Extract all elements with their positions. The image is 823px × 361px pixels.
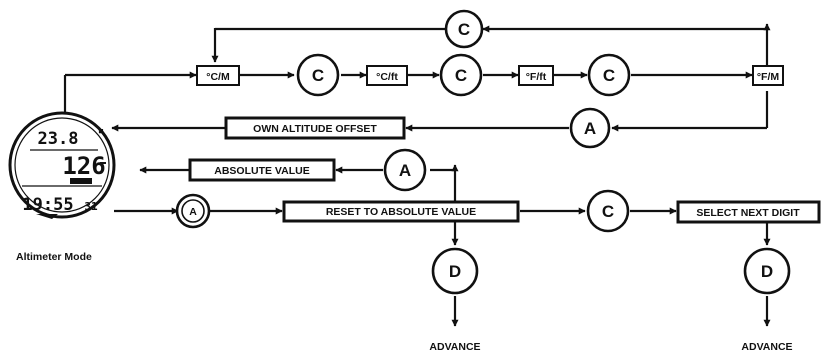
watch-temperature: 23.8	[38, 129, 79, 149]
own-altitude-offset-box: OWN ALTITUDE OFFSET	[224, 116, 406, 140]
svg-text:D: D	[449, 262, 461, 281]
button-a-offset: A	[569, 107, 611, 149]
unit-box-c-m: °C/M	[196, 65, 240, 86]
watch-altitude: 126	[62, 152, 105, 180]
svg-text:D: D	[761, 262, 773, 281]
reset-to-absolute-value-box: RESET TO ABSOLUTE VALUE	[282, 200, 520, 223]
svg-text:°F/M: °F/M	[757, 71, 780, 83]
watch-seconds: 31	[84, 200, 98, 213]
watch-display: 23.8 ■ 126 19:55 31	[8, 111, 116, 219]
advance-label-left: ADVANCE	[429, 341, 480, 353]
advance-label-right: ADVANCE	[741, 341, 792, 353]
svg-text:C: C	[312, 66, 324, 85]
svg-text:SELECT NEXT DIGIT: SELECT NEXT DIGIT	[696, 207, 800, 219]
button-a-absolute: A	[383, 148, 427, 192]
button-c-top: C	[444, 9, 484, 49]
watch-caption: Altimeter Mode	[16, 251, 92, 263]
svg-text:°F/ft: °F/ft	[526, 71, 547, 83]
button-d-right: D	[743, 247, 791, 295]
mode-indicator-icon	[36, 214, 58, 219]
svg-text:°C/ft: °C/ft	[376, 71, 398, 83]
svg-text:C: C	[458, 20, 470, 39]
svg-text:°C/M: °C/M	[206, 71, 230, 83]
svg-text:A: A	[399, 161, 411, 180]
select-next-digit-box: SELECT NEXT DIGIT	[676, 200, 821, 224]
button-c-2: C	[439, 53, 483, 97]
svg-text:RESET TO ABSOLUTE VALUE: RESET TO ABSOLUTE VALUE	[326, 206, 476, 218]
button-c-1: C	[296, 53, 340, 97]
unit-box-c-ft: °C/ft	[366, 65, 408, 86]
unit-box-f-ft: °F/ft	[518, 65, 554, 86]
svg-text:C: C	[602, 202, 614, 221]
svg-text:C: C	[603, 66, 615, 85]
degree-mark-icon: ■	[99, 127, 104, 135]
altitude-graph-bar	[70, 178, 92, 184]
svg-text:ABSOLUTE VALUE: ABSOLUTE VALUE	[214, 165, 309, 177]
svg-text:C: C	[455, 66, 467, 85]
button-c-3: C	[587, 53, 631, 97]
svg-text:A: A	[189, 206, 197, 218]
svg-text:OWN ALTITUDE OFFSET: OWN ALTITUDE OFFSET	[253, 123, 377, 135]
button-d-left: D	[431, 247, 479, 295]
watch-dial	[14, 117, 110, 213]
button-a-hold: A	[175, 193, 211, 229]
absolute-value-box: ABSOLUTE VALUE	[188, 158, 336, 182]
connectors	[63, 23, 771, 327]
unit-box-f-m: °F/M	[752, 65, 784, 86]
svg-text:A: A	[584, 119, 596, 138]
altitude-unit-mark	[100, 162, 106, 164]
watch-time: 19:55	[22, 195, 73, 215]
button-c-reset: C	[586, 189, 630, 233]
